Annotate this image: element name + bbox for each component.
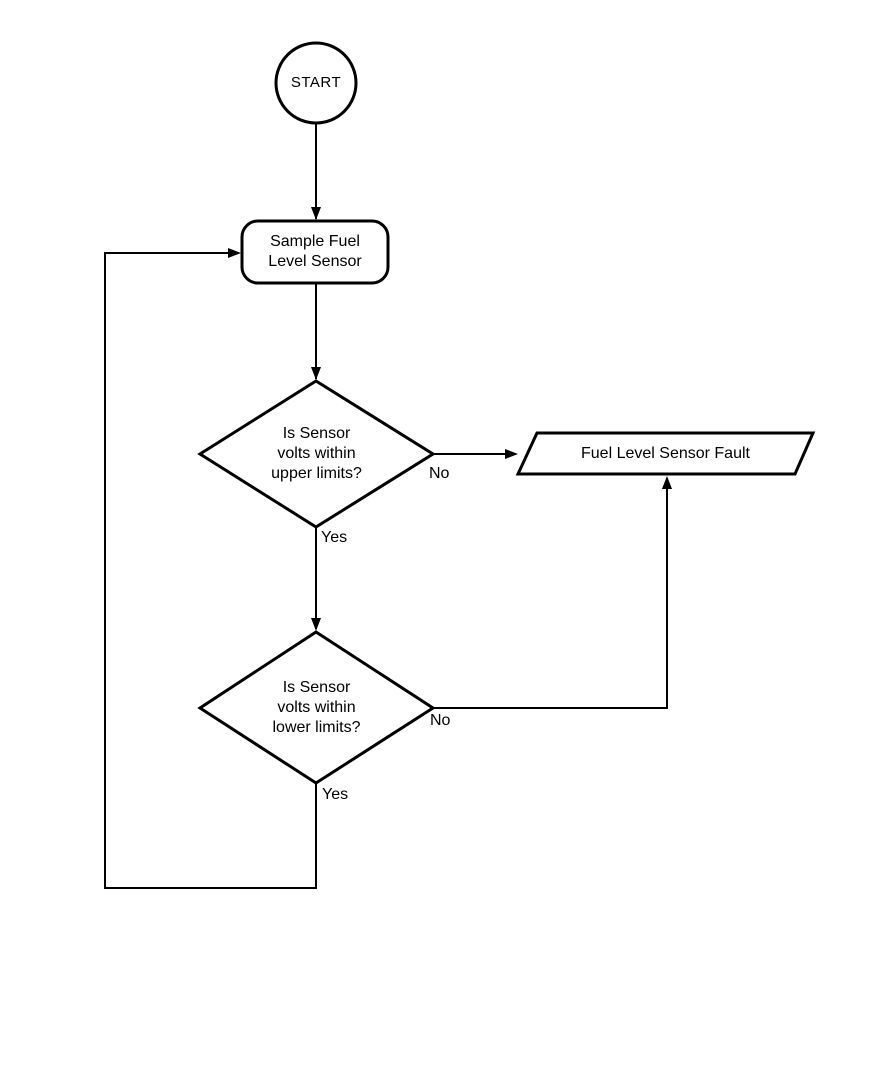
upper-check-label-line3: upper limits?: [271, 465, 362, 482]
edge-lower-yes-loop-to-sample: [104, 252, 317, 889]
start-node-label: START: [290, 74, 342, 91]
start-node-circle: [274, 41, 358, 125]
sample-process-box: [240, 219, 390, 285]
arrowhead-down-into-sample: [311, 207, 321, 220]
arrowhead-right-into-fault: [505, 449, 518, 459]
upper-check-label: Is Sensor volts within upper limits?: [200, 381, 433, 527]
edge-lower-no-to-fault: [433, 479, 668, 709]
upper-check-diamond: [197, 379, 436, 529]
arrowhead-up-into-fault: [662, 476, 672, 489]
sample-process-label: Sample Fuel Level Sensor: [242, 221, 388, 283]
arrowhead-down-into-upper-check: [311, 367, 321, 380]
sample-process-label-line2: Level Sensor: [268, 253, 362, 270]
edge-label-upper-no: No: [429, 465, 450, 482]
fault-output-label: Fuel Level Sensor Fault: [581, 444, 750, 462]
lower-check-diamond: [197, 630, 436, 785]
edge-label-lower-yes: Yes: [322, 786, 349, 803]
lower-check-label-line3: lower limits?: [272, 718, 361, 736]
lower-check-label-line1: Is Sensor: [282, 678, 351, 696]
edge-label-upper-yes: Yes: [321, 529, 348, 546]
arrowhead-right-into-sample: [228, 248, 241, 258]
arrowhead-down-into-lower-check: [311, 618, 321, 631]
fault-output-parallelogram: [515, 431, 816, 476]
lower-check-label-line2: volts within: [277, 698, 356, 716]
upper-check-label-line2: volts within: [277, 445, 356, 462]
lower-check-label: Is Sensor volts within lower limits?: [200, 632, 433, 783]
upper-check-label-line1: Is Sensor: [282, 425, 351, 442]
edge-label-lower-no: No: [430, 712, 451, 729]
sample-process-label-line1: Sample Fuel: [270, 233, 360, 250]
